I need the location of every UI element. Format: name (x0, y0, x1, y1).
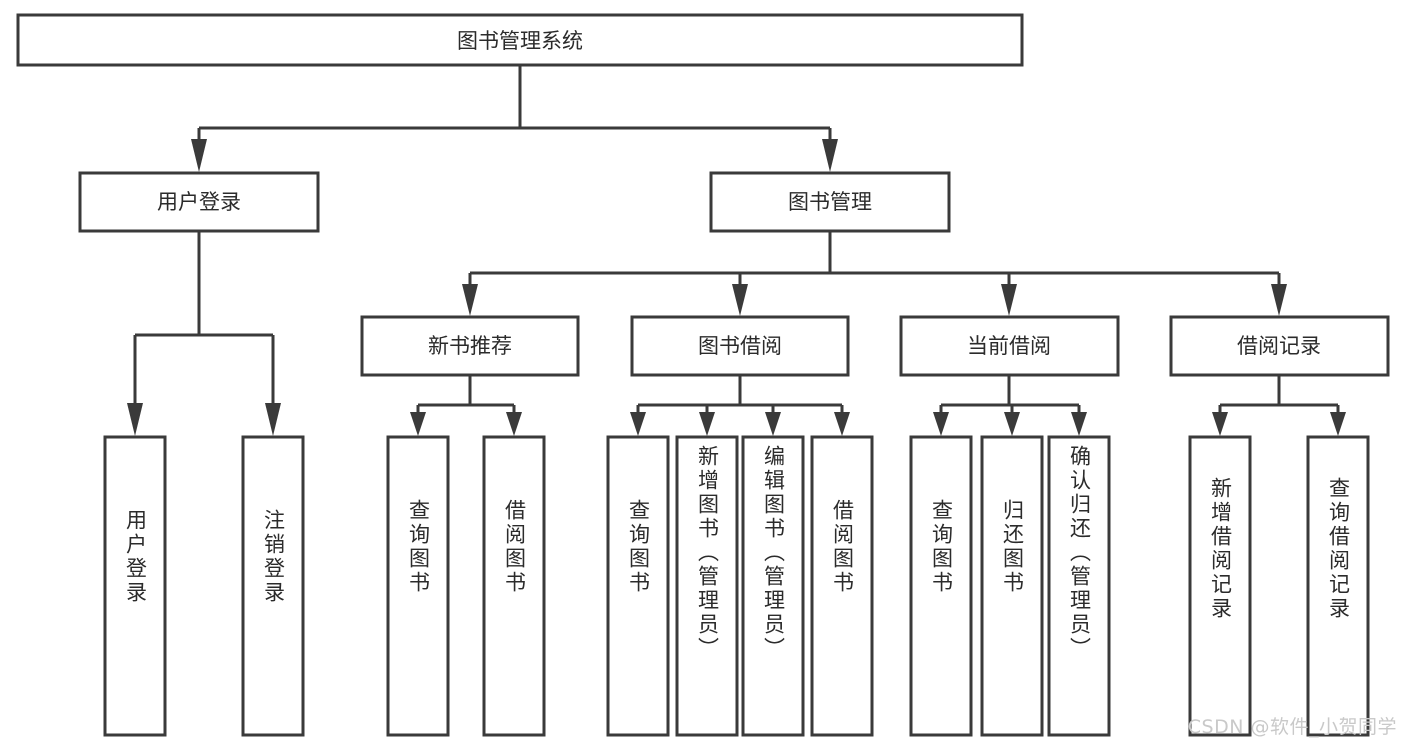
arrow-to-leaf-borrow-book (834, 412, 850, 436)
arrow-to-leaf-query-book-current (933, 412, 949, 436)
node-user-login-box[interactable] (78, 171, 320, 233)
arrow-to-leaf-query-borrow-record (1330, 412, 1346, 436)
arrow-to-leaf-borrow-book-rec (506, 412, 522, 436)
arrow-to-leaf-user-login (127, 403, 143, 436)
node-leaf-add-borrow-record-box[interactable] (1188, 435, 1252, 737)
node-new-book-rec-label: 新书推荐 (428, 334, 512, 358)
arrow-to-leaf-query-book-borrow (630, 412, 646, 436)
node-new-book-rec-box[interactable] (360, 315, 580, 377)
arrow-to-current-borrow (1001, 284, 1017, 316)
node-leaf-return-book-box[interactable] (980, 435, 1044, 737)
node-leaf-query-book-rec-box[interactable] (386, 435, 450, 737)
node-borrow-record-box[interactable] (1169, 315, 1390, 377)
node-leaf-query-book-current-box[interactable] (909, 435, 973, 737)
node-leaf-edit-book-admin-box[interactable] (741, 435, 805, 737)
node-leaf-user-login-box[interactable] (103, 435, 167, 737)
node-leaf-borrow-book-rec-box[interactable] (482, 435, 546, 737)
nodes-layer: 图书管理系统 用户登录 图书管理 新书推荐 图书借阅 当前借阅 借阅记录 (16, 13, 1390, 737)
arrow-to-leaf-confirm-return-admin (1071, 412, 1087, 436)
arrow-to-new-book-rec (462, 284, 478, 316)
arrow-to-borrow-record (1271, 284, 1287, 316)
connectors-layer (127, 65, 1346, 436)
node-leaf-borrow-book-box[interactable] (810, 435, 874, 737)
node-root-box[interactable] (16, 13, 1024, 67)
node-borrow-record-label: 借阅记录 (1237, 334, 1321, 358)
arrow-to-leaf-edit-book-admin (765, 412, 781, 436)
node-leaf-query-book-borrow-box[interactable] (606, 435, 670, 737)
arrow-to-leaf-logout (265, 403, 281, 436)
node-book-borrow-label: 图书借阅 (698, 334, 782, 358)
arrow-to-book-borrow (732, 284, 748, 316)
arrow-to-book-manage (822, 139, 838, 172)
arrow-to-leaf-add-borrow-record (1212, 412, 1228, 436)
arrow-to-leaf-return-book (1004, 412, 1020, 436)
node-current-borrow-label: 当前借阅 (967, 334, 1051, 358)
arrow-to-leaf-add-book-admin (699, 412, 715, 436)
node-book-manage-label: 图书管理 (788, 190, 872, 214)
node-root-label: 图书管理系统 (457, 29, 583, 53)
arrow-to-user-login (191, 139, 207, 172)
arrow-to-leaf-query-book-rec (410, 412, 426, 436)
node-leaf-logout-box[interactable] (241, 435, 305, 737)
node-leaf-query-borrow-record-box[interactable] (1306, 435, 1370, 737)
node-current-borrow-box[interactable] (899, 315, 1120, 377)
node-user-login-label: 用户登录 (157, 190, 241, 214)
node-leaf-add-book-admin-box[interactable] (675, 435, 739, 737)
node-book-manage-box[interactable] (709, 171, 951, 233)
node-book-borrow-box[interactable] (630, 315, 850, 377)
node-leaf-confirm-return-admin-box[interactable] (1047, 435, 1111, 737)
